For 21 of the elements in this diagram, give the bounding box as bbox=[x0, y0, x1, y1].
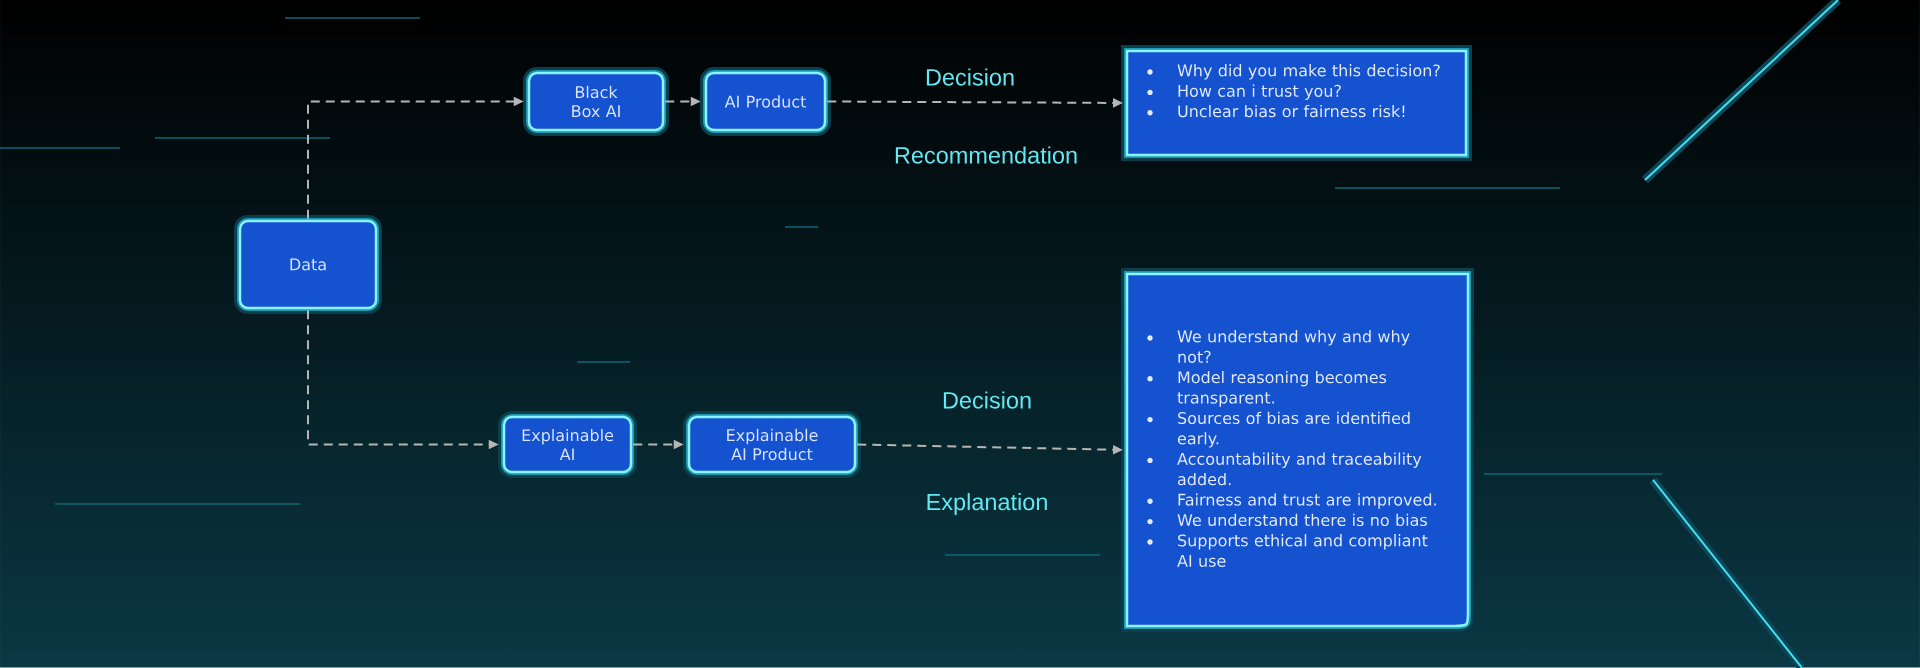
list-item: We understand why and why not? bbox=[1177, 330, 1410, 363]
list-item: Supports ethical and compliant AI use bbox=[1177, 534, 1428, 567]
arrow-label: Decision bbox=[943, 391, 1031, 409]
process-box: Explainable AI Product bbox=[683, 411, 861, 478]
list-item: We understand there is no bias bbox=[1177, 513, 1427, 527]
process-box: Explainable AI bbox=[498, 411, 637, 478]
arrow-label: Decision bbox=[926, 68, 1014, 86]
list-item: Sources of bias are identified early. bbox=[1177, 411, 1410, 448]
arrow-label: Recommendation bbox=[895, 146, 1077, 164]
list-item: Model reasoning becomes transparent. bbox=[1177, 370, 1387, 407]
list-item: Fairness and trust are improved. bbox=[1178, 493, 1436, 509]
list-item: Unclear bias or fairness risk! bbox=[1178, 104, 1405, 118]
text-panel bbox=[1121, 45, 1472, 161]
process-box: Black Box AI bbox=[523, 67, 669, 136]
text-panel bbox=[1121, 268, 1474, 632]
list-item: Why did you make this decision? bbox=[1177, 64, 1440, 80]
list-item: How can i trust you? bbox=[1178, 84, 1341, 100]
process-box: Data bbox=[234, 215, 382, 314]
process-box: AI Product bbox=[700, 67, 831, 136]
arrow-label: Explanation bbox=[927, 493, 1047, 515]
list-item: Accountability and traceability added. bbox=[1177, 452, 1422, 486]
